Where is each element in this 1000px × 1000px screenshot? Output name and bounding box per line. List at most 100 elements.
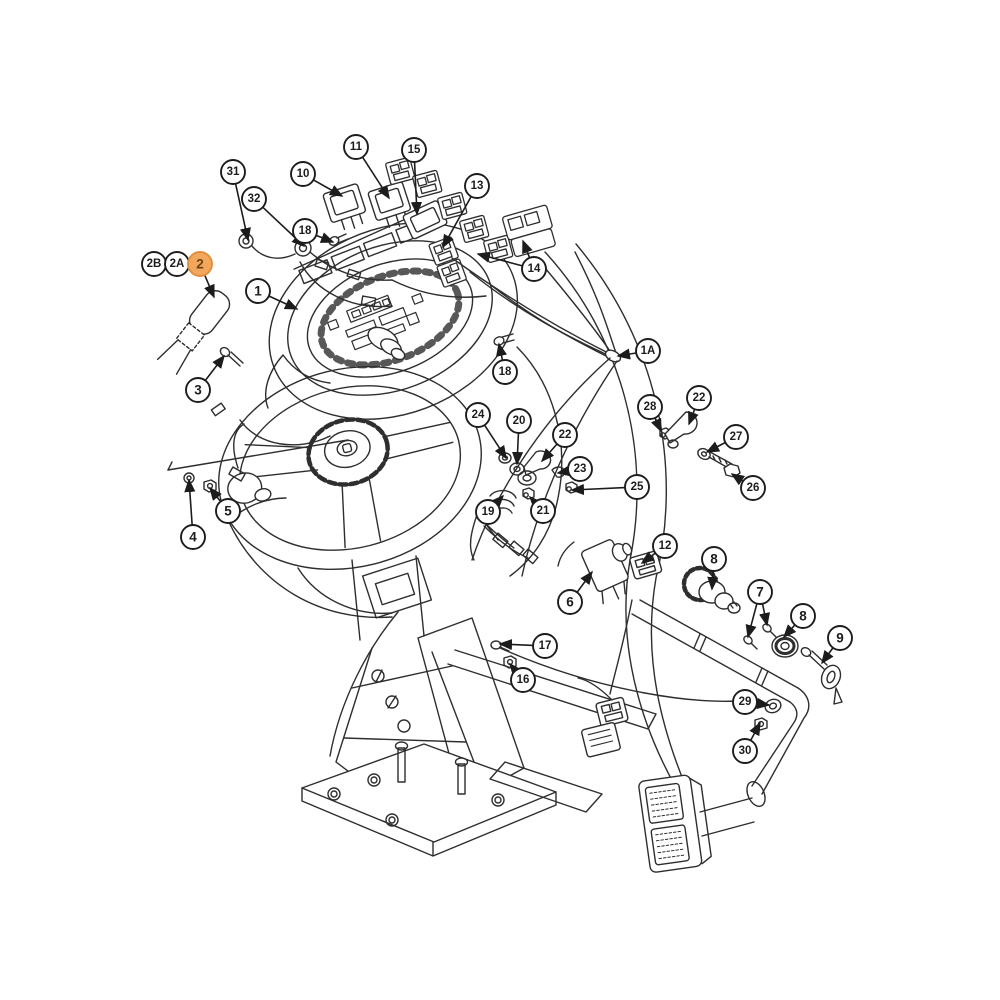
bulkhead-connector-block bbox=[638, 774, 712, 873]
leader-line bbox=[570, 483, 626, 496]
callout-balloon-9-33[interactable]: 9 bbox=[827, 625, 853, 651]
callout-balloon-25-23[interactable]: 25 bbox=[624, 474, 650, 500]
callout-balloon-2A-9[interactable]: 2A bbox=[164, 251, 190, 277]
callout-number: 26 bbox=[747, 482, 760, 494]
callout-balloon-20-20[interactable]: 20 bbox=[506, 408, 532, 434]
callout-number: 13 bbox=[471, 180, 484, 192]
callout-number: 28 bbox=[644, 401, 657, 413]
ignition-switch bbox=[681, 565, 741, 614]
callout-balloon-27-17[interactable]: 27 bbox=[723, 424, 749, 450]
callout-number: 21 bbox=[537, 505, 550, 517]
callout-balloon-8-32[interactable]: 8 bbox=[790, 603, 816, 629]
callout-balloon-28-15[interactable]: 28 bbox=[637, 394, 663, 420]
callout-number: 2A bbox=[170, 258, 185, 270]
callout-number: 12 bbox=[659, 540, 672, 552]
callout-balloon-18-6[interactable]: 18 bbox=[292, 218, 318, 244]
leader-line bbox=[540, 443, 558, 463]
washer-29 bbox=[764, 698, 782, 714]
leader-line bbox=[749, 721, 761, 741]
callout-balloon-14-7[interactable]: 14 bbox=[521, 256, 547, 282]
callout-balloon-16-35[interactable]: 16 bbox=[510, 667, 536, 693]
leader-line bbox=[640, 551, 656, 564]
callout-number: 22 bbox=[559, 429, 572, 441]
dash-shroud-left bbox=[265, 354, 331, 409]
callout-number: 10 bbox=[297, 168, 310, 180]
callout-balloon-6-28[interactable]: 6 bbox=[557, 589, 583, 615]
callout-balloon-31-0[interactable]: 31 bbox=[220, 159, 246, 185]
leader-line bbox=[209, 486, 222, 503]
callout-balloon-19-24[interactable]: 19 bbox=[475, 499, 501, 525]
callout-number: 5 bbox=[224, 504, 232, 519]
callout-number: 17 bbox=[539, 640, 552, 652]
callout-number: 24 bbox=[472, 409, 485, 421]
callout-balloon-22-21[interactable]: 22 bbox=[552, 422, 578, 448]
callout-number: 15 bbox=[408, 144, 421, 156]
callout-balloon-22-16[interactable]: 22 bbox=[686, 385, 712, 411]
callout-number: 22 bbox=[693, 392, 706, 404]
callout-number: 23 bbox=[574, 463, 587, 475]
callout-balloon-2B-8[interactable]: 2B bbox=[141, 251, 167, 277]
callout-balloon-2-10[interactable]: 2 bbox=[187, 251, 213, 277]
callout-number: 32 bbox=[248, 193, 261, 205]
leader-line bbox=[268, 295, 299, 310]
callout-number: 30 bbox=[739, 745, 752, 757]
callout-balloon-11-3[interactable]: 11 bbox=[343, 134, 369, 160]
leader-line bbox=[528, 495, 543, 510]
callout-number: 2B bbox=[147, 258, 162, 270]
leader-line bbox=[705, 441, 726, 453]
instrument-cluster bbox=[268, 209, 519, 420]
lower-switch-assembly bbox=[557, 539, 663, 758]
steering-hub bbox=[306, 417, 390, 487]
screw-3 bbox=[219, 346, 244, 367]
callout-balloon-26-18[interactable]: 26 bbox=[740, 475, 766, 501]
leader-line bbox=[556, 465, 571, 477]
callout-number: 1A bbox=[641, 345, 656, 357]
callout-balloon-3-12[interactable]: 3 bbox=[185, 377, 211, 403]
leader-line bbox=[759, 603, 770, 627]
callout-balloon-1-11[interactable]: 1 bbox=[245, 278, 271, 304]
leader-line bbox=[650, 417, 662, 433]
callout-balloon-7-31[interactable]: 7 bbox=[747, 579, 773, 605]
support-tube bbox=[631, 599, 810, 837]
callout-number: 4 bbox=[189, 530, 197, 545]
leader-line bbox=[821, 647, 834, 665]
leader-line bbox=[745, 603, 758, 639]
callout-balloon-8-30[interactable]: 8 bbox=[701, 546, 727, 572]
callout-balloon-24-19[interactable]: 24 bbox=[465, 402, 491, 428]
callout-balloon-4-26[interactable]: 4 bbox=[180, 524, 206, 550]
leader-line bbox=[442, 196, 472, 249]
callout-balloon-1A-14[interactable]: 1A bbox=[635, 338, 661, 364]
callout-balloon-29-36[interactable]: 29 bbox=[732, 689, 758, 715]
callout-number: 9 bbox=[836, 631, 844, 646]
leader-line bbox=[476, 251, 523, 267]
callout-balloon-15-4[interactable]: 15 bbox=[401, 137, 427, 163]
callout-balloon-12-29[interactable]: 12 bbox=[652, 533, 678, 559]
callout-balloon-10-2[interactable]: 10 bbox=[290, 161, 316, 187]
callout-balloon-13-5[interactable]: 13 bbox=[464, 173, 490, 199]
callout-balloon-23-22[interactable]: 23 bbox=[567, 456, 593, 482]
leader-line bbox=[522, 239, 533, 259]
turn-signal-lever bbox=[156, 290, 406, 375]
column-base-plate bbox=[301, 741, 603, 857]
leader-line bbox=[498, 638, 534, 651]
callout-balloon-17-34[interactable]: 17 bbox=[532, 633, 558, 659]
callout-balloon-5-27[interactable]: 5 bbox=[215, 498, 241, 524]
leader-line bbox=[204, 354, 225, 381]
callout-balloon-32-1[interactable]: 32 bbox=[241, 186, 267, 212]
shroud-edge bbox=[329, 611, 399, 757]
leader-line bbox=[730, 473, 746, 486]
leader-line bbox=[496, 342, 507, 361]
callout-balloon-18-13[interactable]: 18 bbox=[492, 359, 518, 385]
callout-number: 29 bbox=[739, 696, 752, 708]
leader-line bbox=[511, 432, 524, 466]
ignition-bezel-nut bbox=[771, 634, 799, 658]
callout-balloon-30-37[interactable]: 30 bbox=[732, 738, 758, 764]
callout-number: 3 bbox=[194, 383, 202, 398]
leader-line bbox=[782, 624, 797, 639]
leader-line bbox=[234, 183, 251, 242]
leader-line bbox=[490, 494, 505, 509]
callout-number: 1 bbox=[254, 284, 262, 299]
callout-balloon-21-25[interactable]: 21 bbox=[530, 498, 556, 524]
